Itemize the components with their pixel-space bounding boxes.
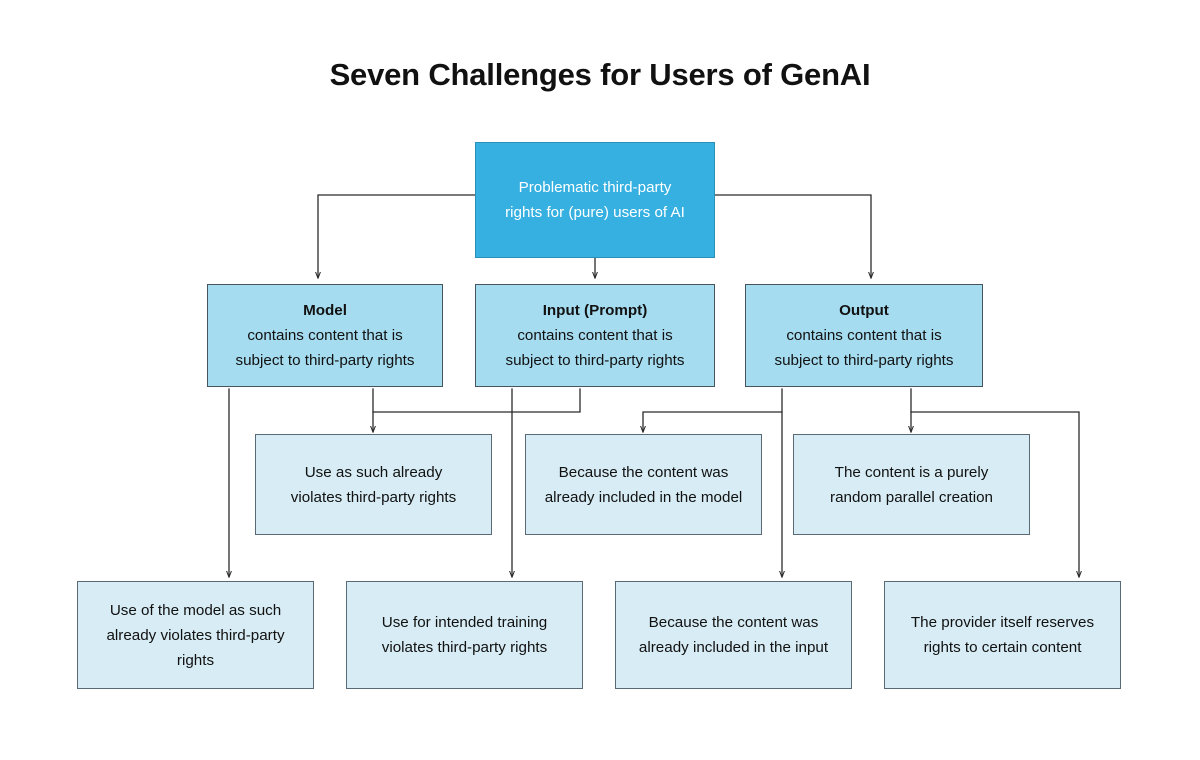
node-model-heading: Model bbox=[303, 302, 347, 319]
node-root-line1: Problematic third-party bbox=[518, 179, 672, 196]
node-l3a-line1: Use as such already bbox=[304, 463, 443, 481]
node-l4d-line2: rights to certain content bbox=[923, 639, 1082, 656]
node-output-heading: Output bbox=[839, 302, 889, 319]
node-l4c-line2: already included in the input bbox=[638, 639, 829, 656]
node-input-line3: subject to third-party rights bbox=[505, 352, 685, 369]
node-model-line3: subject to third-party rights bbox=[235, 352, 415, 369]
node-model-line2: contains content that is bbox=[247, 327, 403, 344]
node-output[interactable]: Output contains content that is subject … bbox=[745, 284, 983, 387]
node-l4-model-use-violates[interactable]: Use of the model as such already violate… bbox=[77, 581, 314, 689]
edge-root-to-output bbox=[714, 194, 871, 278]
node-l4b-line2: violates third-party rights bbox=[381, 639, 548, 656]
node-input[interactable]: Input (Prompt) contains content that is … bbox=[475, 284, 715, 387]
node-input-line2: contains content that is bbox=[517, 327, 673, 344]
node-l3c-line2: random parallel creation bbox=[830, 488, 993, 506]
node-l4-included-in-input[interactable]: Because the content was already included… bbox=[615, 581, 852, 689]
node-l4a-line1: Use of the model as such bbox=[109, 601, 282, 619]
node-l3c-line1: The content is a purely bbox=[834, 463, 989, 481]
node-l4b-line1: Use for intended training bbox=[381, 614, 548, 631]
node-l3a-line2: violates third-party rights bbox=[290, 488, 457, 506]
node-l3-random-parallel-creation[interactable]: The content is a purely random parallel … bbox=[793, 434, 1030, 535]
page-title: Seven Challenges for Users of GenAI bbox=[329, 57, 871, 92]
node-output-line3: subject to third-party rights bbox=[774, 352, 954, 369]
node-model[interactable]: Model contains content that is subject t… bbox=[207, 284, 443, 387]
node-l4a-line2: already violates third-party bbox=[106, 626, 285, 644]
node-l3-included-in-model[interactable]: Because the content was already included… bbox=[525, 434, 762, 535]
node-l4d-line1: The provider itself reserves bbox=[910, 614, 1095, 631]
edge-output-to-l3b bbox=[643, 388, 783, 432]
node-l4a-line3: rights bbox=[176, 651, 215, 669]
node-root[interactable]: Problematic third-party rights for (pure… bbox=[475, 142, 715, 258]
node-l3b-line1: Because the content was bbox=[558, 463, 729, 481]
node-root-line2: rights for (pure) users of AI bbox=[505, 204, 685, 221]
node-l4-intended-training[interactable]: Use for intended training violates third… bbox=[346, 581, 583, 689]
node-l3b-line2: already included in the model bbox=[544, 488, 743, 506]
node-l3-use-as-such[interactable]: Use as such already violates third-party… bbox=[255, 434, 492, 535]
node-input-heading: Input (Prompt) bbox=[542, 302, 648, 319]
node-l4-provider-reserves-rights[interactable]: The provider itself reserves rights to c… bbox=[884, 581, 1121, 689]
node-output-line2: contains content that is bbox=[786, 327, 942, 344]
edge-input-to-l3a bbox=[373, 388, 581, 432]
edge-root-to-model bbox=[318, 194, 476, 278]
node-l4c-line1: Because the content was bbox=[648, 614, 819, 631]
